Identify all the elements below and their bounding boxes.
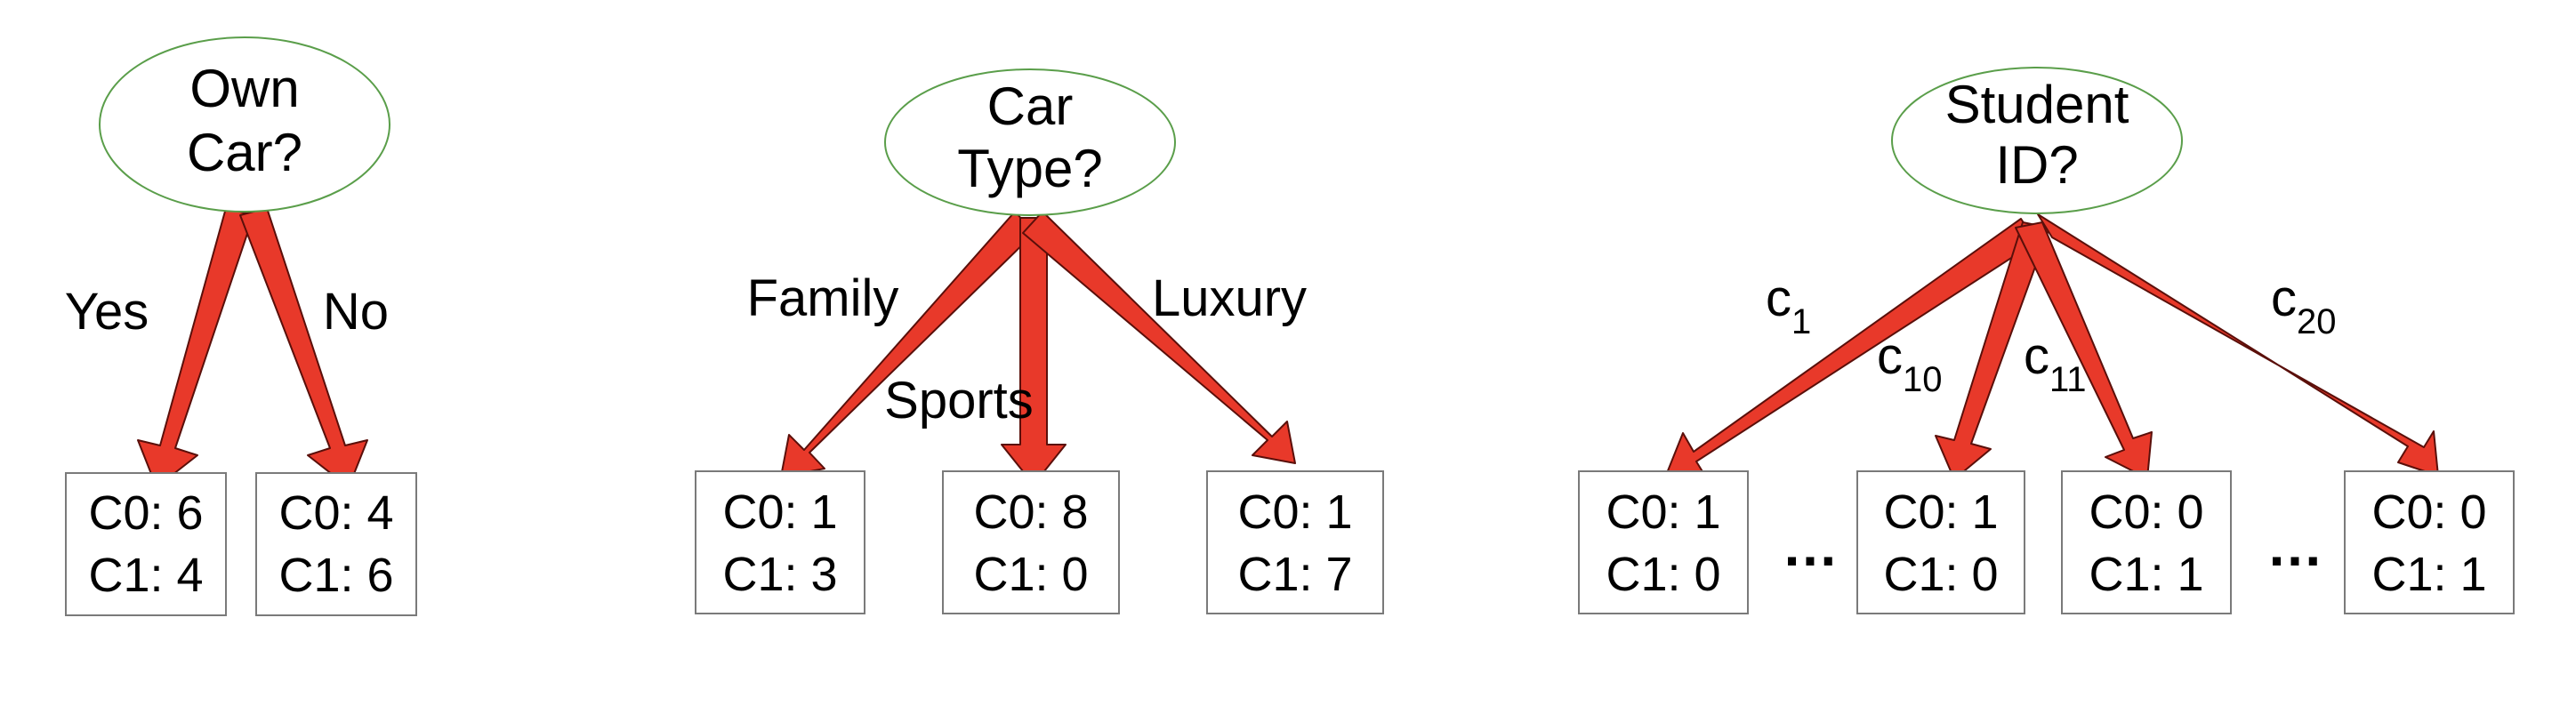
edge-label-c10: c10 <box>1877 327 1943 399</box>
edge-label-family: Family <box>747 269 899 327</box>
edge-label-c20: c20 <box>2271 269 2337 341</box>
leaf-c1: C1: 0 <box>973 548 1088 601</box>
leaf-c1: C1: 0 <box>1606 548 1720 601</box>
edge-label-yes: Yes <box>65 283 149 341</box>
leaf-c0: C0: 1 <box>722 485 837 539</box>
leaf-c1: C1: 0 <box>1883 548 1998 601</box>
root-label-line1: Own <box>189 59 299 118</box>
arrow-yes <box>137 207 254 488</box>
leaf-box-c20 <box>2344 470 2515 614</box>
leaf-box-no <box>255 472 417 616</box>
root-label-line2: ID? <box>1995 135 2078 195</box>
arrow-c20 <box>2037 213 2439 477</box>
arrow-c1 <box>1666 218 2037 481</box>
leaf-c1: C1: 1 <box>2089 548 2203 601</box>
arrow-family <box>780 211 1035 477</box>
leaf-box-sports <box>942 470 1120 614</box>
leaf-c0: C0: 6 <box>88 486 203 540</box>
tree-own-car: Own Car? Yes No C0: 6 C1: 4 C0: 4 C1: 6 <box>65 36 417 616</box>
leaf-c1: C1: 6 <box>278 549 393 602</box>
edge-label-luxury: Luxury <box>1152 269 1307 327</box>
edge-label-no: No <box>323 283 389 341</box>
leaf-c0: C0: 0 <box>2371 485 2486 539</box>
leaf-c0: C0: 0 <box>2089 485 2203 539</box>
root-label-line1: Car <box>987 76 1074 136</box>
leaf-c1: C1: 1 <box>2371 548 2486 601</box>
leaf-c1: C1: 4 <box>88 549 203 602</box>
arrow-luxury <box>1022 211 1296 464</box>
leaf-box-yes <box>65 472 227 616</box>
ellipsis-left: … <box>1782 514 1839 578</box>
edge-label-c1: c1 <box>1766 269 1811 341</box>
tree-car-type: Car Type? Family Sports Luxury C0: 1 C1:… <box>695 68 1384 614</box>
leaf-box-c1 <box>1578 470 1749 614</box>
edge-label-sports: Sports <box>884 372 1034 429</box>
leaf-c0: C0: 4 <box>278 486 393 540</box>
leaf-box-c10 <box>1856 470 2025 614</box>
leaf-c0: C0: 1 <box>1606 485 1720 539</box>
leaf-box-c11 <box>2061 470 2232 614</box>
leaf-c0: C0: 8 <box>973 485 1088 539</box>
arrow-no <box>239 207 368 488</box>
root-node-car-type <box>884 68 1176 216</box>
leaf-c1: C1: 7 <box>1237 548 1352 601</box>
arrow-sports <box>1001 217 1067 485</box>
root-label-line2: Type? <box>957 139 1102 198</box>
leaf-box-luxury <box>1206 470 1384 614</box>
root-label-line2: Car? <box>187 123 302 182</box>
ellipsis-right: … <box>2266 514 2323 578</box>
arrow-c11 <box>2015 221 2153 479</box>
tree-student-id: Student ID? c1 c10 c11 c20 C0: 1 C1: 0 …… <box>1578 67 2515 614</box>
root-label-line1: Student <box>1945 75 2129 134</box>
edge-label-c11: c11 <box>2024 327 2087 399</box>
leaf-c0: C0: 1 <box>1237 485 1352 539</box>
root-node-student-id <box>1891 67 2183 214</box>
leaf-box-family <box>695 470 865 614</box>
leaf-c1: C1: 3 <box>722 548 837 601</box>
root-node-own-car <box>99 36 390 213</box>
leaf-c0: C0: 1 <box>1883 485 1998 539</box>
